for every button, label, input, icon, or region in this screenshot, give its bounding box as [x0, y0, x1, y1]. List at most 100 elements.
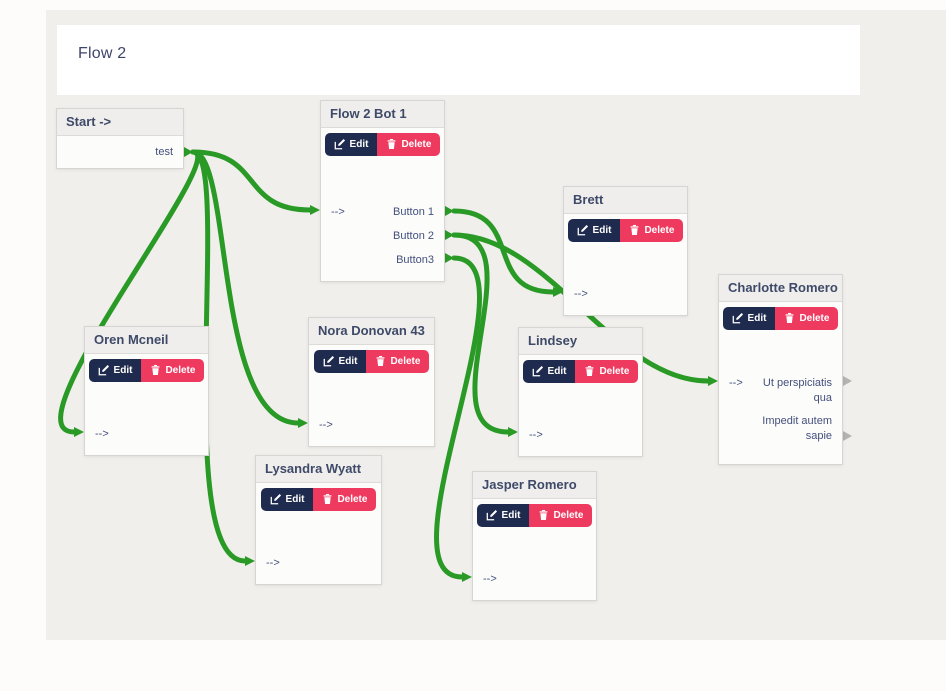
port-arrow-impedit_out[interactable] — [843, 431, 852, 441]
node-spacer — [719, 334, 842, 376]
delete-button[interactable]: Delete — [575, 359, 639, 383]
out-port-label[interactable]: test — [155, 146, 173, 158]
edit-button[interactable]: Edit — [522, 359, 576, 383]
edit-button[interactable]: Edit — [260, 487, 314, 511]
port-arrow-charlotte_in[interactable] — [708, 376, 718, 386]
node-title-lindsey[interactable]: Lindsey — [519, 328, 642, 355]
port-arrow-jasper_in[interactable] — [462, 572, 472, 582]
port-arrow-btn3[interactable] — [445, 253, 454, 263]
port-arrow-btn2[interactable] — [445, 230, 454, 240]
node-title-lysandra[interactable]: Lysandra Wyatt — [256, 456, 381, 483]
trash-icon — [386, 138, 397, 150]
delete-button[interactable]: Delete — [529, 503, 593, 527]
edit-button[interactable]: Edit — [88, 358, 142, 382]
edit-label: Edit — [285, 493, 305, 505]
out-port-label[interactable]: Button 1 — [393, 205, 434, 218]
port-arrow-ut_out[interactable] — [843, 376, 852, 386]
node-actions: Edit Delete — [85, 354, 208, 386]
link-btn2-to-lindsey_in[interactable] — [451, 232, 511, 435]
in-port-label[interactable]: --> — [729, 377, 743, 389]
trash-icon — [584, 365, 595, 377]
trash-icon — [375, 355, 386, 367]
node-spacer — [309, 377, 434, 413]
out-port-label[interactable]: Button 2 — [393, 229, 434, 242]
trash-icon — [538, 509, 549, 521]
edit-button[interactable]: Edit — [722, 306, 776, 330]
edit-icon — [323, 355, 335, 367]
link-test-to-oren_in[interactable] — [58, 149, 201, 435]
trash-icon — [629, 224, 640, 236]
edit-icon — [732, 312, 744, 324]
port-arrow-lysandra_in[interactable] — [245, 556, 255, 566]
port-row: --> — [519, 423, 642, 447]
node-title-charlotte[interactable]: Charlotte Romero — [719, 275, 842, 302]
in-port-label[interactable]: --> — [266, 556, 280, 569]
in-port-label[interactable]: --> — [529, 428, 543, 441]
node-actions: Edit Delete — [321, 128, 444, 160]
node-spacer — [85, 386, 208, 422]
in-port-label[interactable]: --> — [574, 287, 588, 300]
edit-label: Edit — [349, 138, 369, 150]
delete-label: Delete — [644, 224, 675, 236]
delete-label: Delete — [553, 509, 584, 521]
edit-label: Edit — [501, 509, 521, 521]
out-port-label[interactable]: Impedit autem sapie — [762, 415, 832, 442]
port-arrow-oren_in[interactable] — [74, 427, 84, 437]
delete-button[interactable]: Delete — [366, 349, 430, 373]
edit-button[interactable]: Edit — [567, 218, 621, 242]
port-row: --> — [85, 422, 208, 446]
node-title-brett[interactable]: Brett — [564, 187, 687, 214]
link-test-to-nora_in[interactable] — [190, 149, 301, 426]
delete-label: Delete — [165, 364, 196, 376]
link-test-to-bot1_in[interactable] — [190, 149, 313, 213]
port-arrow-brett_in[interactable] — [553, 287, 563, 297]
node-title-nora[interactable]: Nora Donovan 43 — [309, 318, 434, 345]
node-spacer — [519, 387, 642, 423]
edit-icon — [334, 138, 346, 150]
node-spacer — [473, 531, 596, 567]
delete-button[interactable]: Delete — [377, 132, 441, 156]
port-arrow-nora_in[interactable] — [298, 418, 308, 428]
node-title-oren[interactable]: Oren Mcneil — [85, 327, 208, 354]
link-btn3-to-jasper_in[interactable] — [434, 255, 482, 580]
delete-button[interactable]: Delete — [620, 218, 684, 242]
edit-button[interactable]: Edit — [476, 503, 530, 527]
out-port-label[interactable]: Ut perspiciatis qua — [762, 377, 832, 404]
port-row: Impedit autem sapie — [719, 414, 842, 444]
delete-label: Delete — [401, 138, 432, 150]
delete-button[interactable]: Delete — [141, 358, 205, 382]
in-port-label[interactable]: --> — [95, 427, 109, 440]
node-bot1[interactable]: Flow 2 Bot 1 Edit Delete --> Button 1 Button … — [320, 100, 445, 282]
edit-button[interactable]: Edit — [324, 132, 378, 156]
node-spacer — [564, 246, 687, 282]
in-port-label[interactable]: --> — [483, 572, 497, 585]
node-spacer — [256, 515, 381, 551]
in-port-label[interactable]: --> — [319, 418, 333, 431]
port-arrow-test[interactable] — [184, 147, 193, 157]
node-start[interactable]: Start -> test — [56, 108, 184, 169]
link-btn1-to-brett_in[interactable] — [451, 208, 556, 295]
port-arrow-bot1_in[interactable] — [310, 205, 320, 215]
node-title-bot1[interactable]: Flow 2 Bot 1 — [321, 101, 444, 128]
edit-button[interactable]: Edit — [313, 349, 367, 373]
port-arrow-btn1[interactable] — [445, 206, 454, 216]
node-title-start[interactable]: Start -> — [57, 109, 183, 136]
trash-icon — [784, 312, 795, 324]
edit-label: Edit — [547, 365, 567, 377]
delete-button[interactable]: Delete — [313, 487, 377, 511]
trash-icon — [150, 364, 161, 376]
port-arrow-lindsey_in[interactable] — [508, 427, 518, 437]
delete-button[interactable]: Delete — [775, 306, 839, 330]
node-title-jasper[interactable]: Jasper Romero — [473, 472, 596, 499]
out-port-label[interactable]: Button3 — [396, 253, 434, 266]
in-port-label[interactable]: --> — [331, 205, 345, 218]
